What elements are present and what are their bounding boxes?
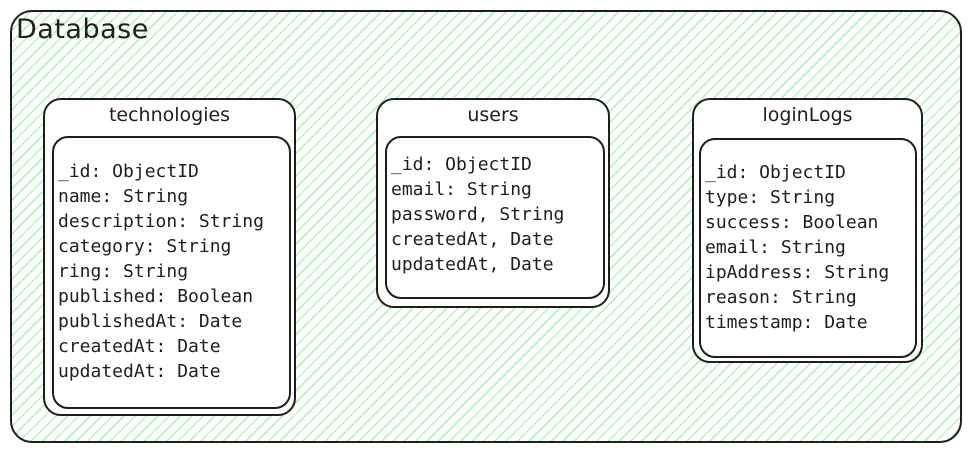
field-item: reason: String [705, 287, 857, 308]
field-item: publishedAt: Date [58, 311, 243, 332]
field-list: _id: ObjectID type: String success: Bool… [699, 138, 917, 358]
field-item: _id: ObjectID [705, 162, 846, 183]
field-item: _id: ObjectID [391, 154, 532, 175]
collection-title: users [467, 104, 519, 126]
field-item: updatedAt: Date [58, 361, 221, 382]
collection-technologies[interactable]: technologies _id: ObjectID name: String … [43, 98, 296, 416]
database-title: Database [16, 14, 149, 45]
field-item: updatedAt, Date [391, 254, 554, 275]
field-item: createdAt: Date [58, 336, 221, 357]
collection-loginlogs[interactable]: loginLogs _id: ObjectID type: String suc… [692, 98, 923, 363]
field-item: password, String [391, 204, 565, 225]
field-item: ipAddress: String [705, 262, 890, 283]
field-item: category: String [58, 236, 232, 257]
field-list: _id: ObjectID name: String description: … [52, 136, 291, 409]
collection-users[interactable]: users _id: ObjectID email: String passwo… [376, 98, 610, 308]
field-item: type: String [705, 187, 836, 208]
field-item: email: String [391, 179, 532, 200]
field-item: description: String [58, 211, 264, 232]
field-item: email: String [705, 237, 846, 258]
field-list: _id: ObjectID email: String password, St… [385, 136, 605, 299]
field-item: name: String [58, 186, 189, 207]
field-item: success: Boolean [705, 212, 879, 233]
field-item: _id: ObjectID [58, 161, 199, 182]
field-item: timestamp: Date [705, 312, 868, 333]
field-item: ring: String [58, 261, 189, 282]
field-item: published: Boolean [58, 286, 254, 307]
collection-title: technologies [108, 104, 231, 126]
field-item: createdAt, Date [391, 229, 554, 250]
collection-title: loginLogs [762, 104, 853, 126]
